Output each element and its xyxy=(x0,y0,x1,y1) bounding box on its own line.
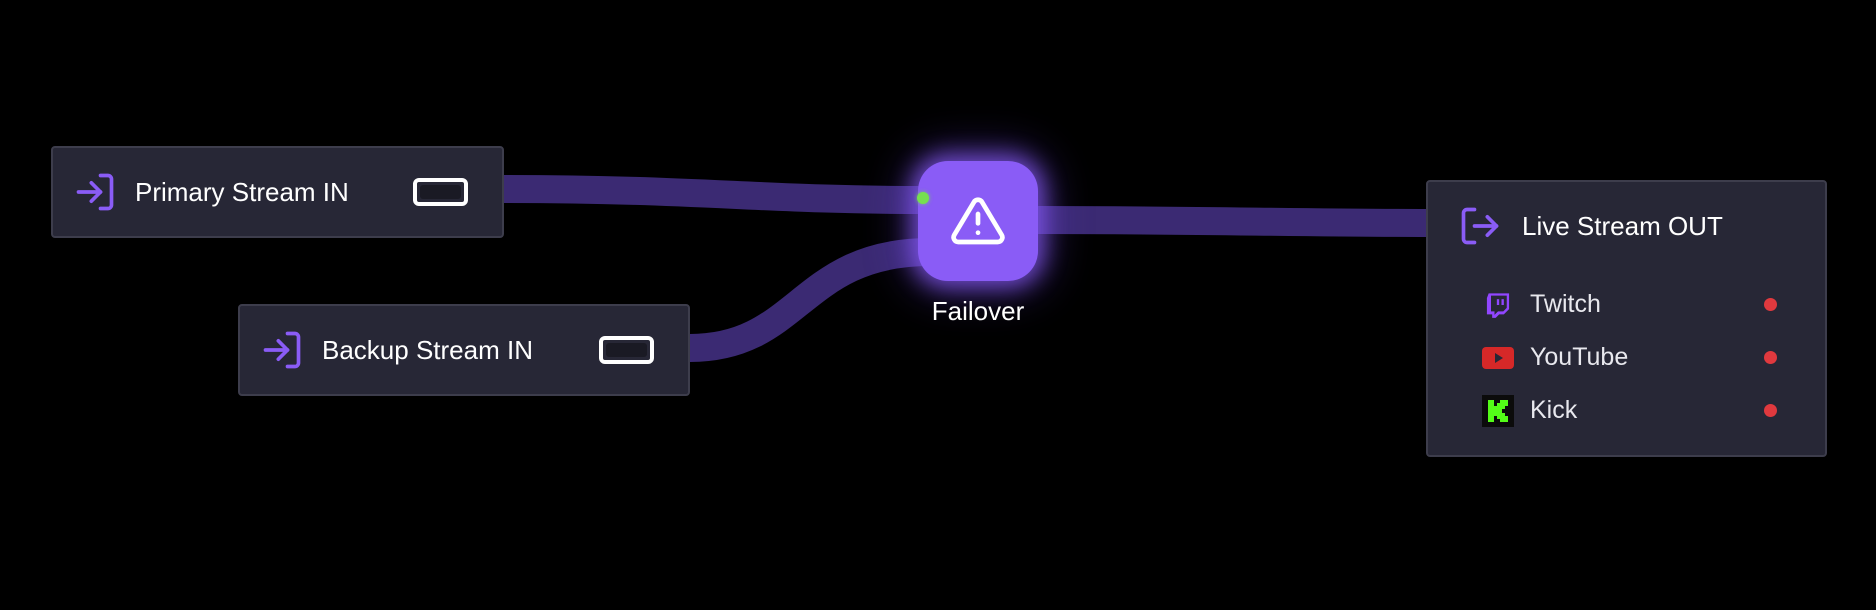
status-dot xyxy=(1764,404,1777,417)
failover-node[interactable] xyxy=(918,161,1038,281)
output-node[interactable]: Live Stream OUT Twitch xyxy=(1426,180,1827,457)
destination-label: YouTube xyxy=(1530,343,1629,371)
active-input-indicator xyxy=(917,192,929,204)
stream-toggle[interactable] xyxy=(413,178,468,206)
destination-youtube[interactable]: YouTube xyxy=(1482,331,1777,384)
login-arrow-icon xyxy=(263,331,301,369)
destination-twitch[interactable]: Twitch xyxy=(1482,278,1777,331)
status-dot xyxy=(1764,298,1777,311)
logout-arrow-icon xyxy=(1461,207,1499,245)
destination-kick[interactable]: Kick xyxy=(1482,384,1777,437)
failover-label: Failover xyxy=(931,296,1025,326)
wire-failover-to-output xyxy=(1024,206,1442,237)
input-node-label: Primary Stream IN xyxy=(135,176,349,207)
wire-backup-to-failover xyxy=(676,238,944,362)
destination-list: Twitch YouTube xyxy=(1428,278,1825,437)
input-node-backup[interactable]: Backup Stream IN xyxy=(238,304,690,396)
warning-triangle-icon xyxy=(951,197,1005,245)
input-node-label: Backup Stream IN xyxy=(322,334,533,365)
destination-label: Kick xyxy=(1530,396,1578,424)
youtube-icon xyxy=(1482,342,1514,374)
wire-primary-to-failover xyxy=(490,175,936,214)
kick-icon xyxy=(1482,394,1514,427)
input-node-primary[interactable]: Primary Stream IN xyxy=(51,146,504,238)
output-header: Live Stream OUT xyxy=(1428,204,1825,248)
twitch-icon xyxy=(1482,289,1514,321)
output-node-label: Live Stream OUT xyxy=(1522,210,1723,241)
status-dot xyxy=(1764,351,1777,364)
stream-toggle[interactable] xyxy=(599,336,654,364)
login-arrow-icon xyxy=(76,173,114,211)
destination-label: Twitch xyxy=(1530,290,1601,318)
